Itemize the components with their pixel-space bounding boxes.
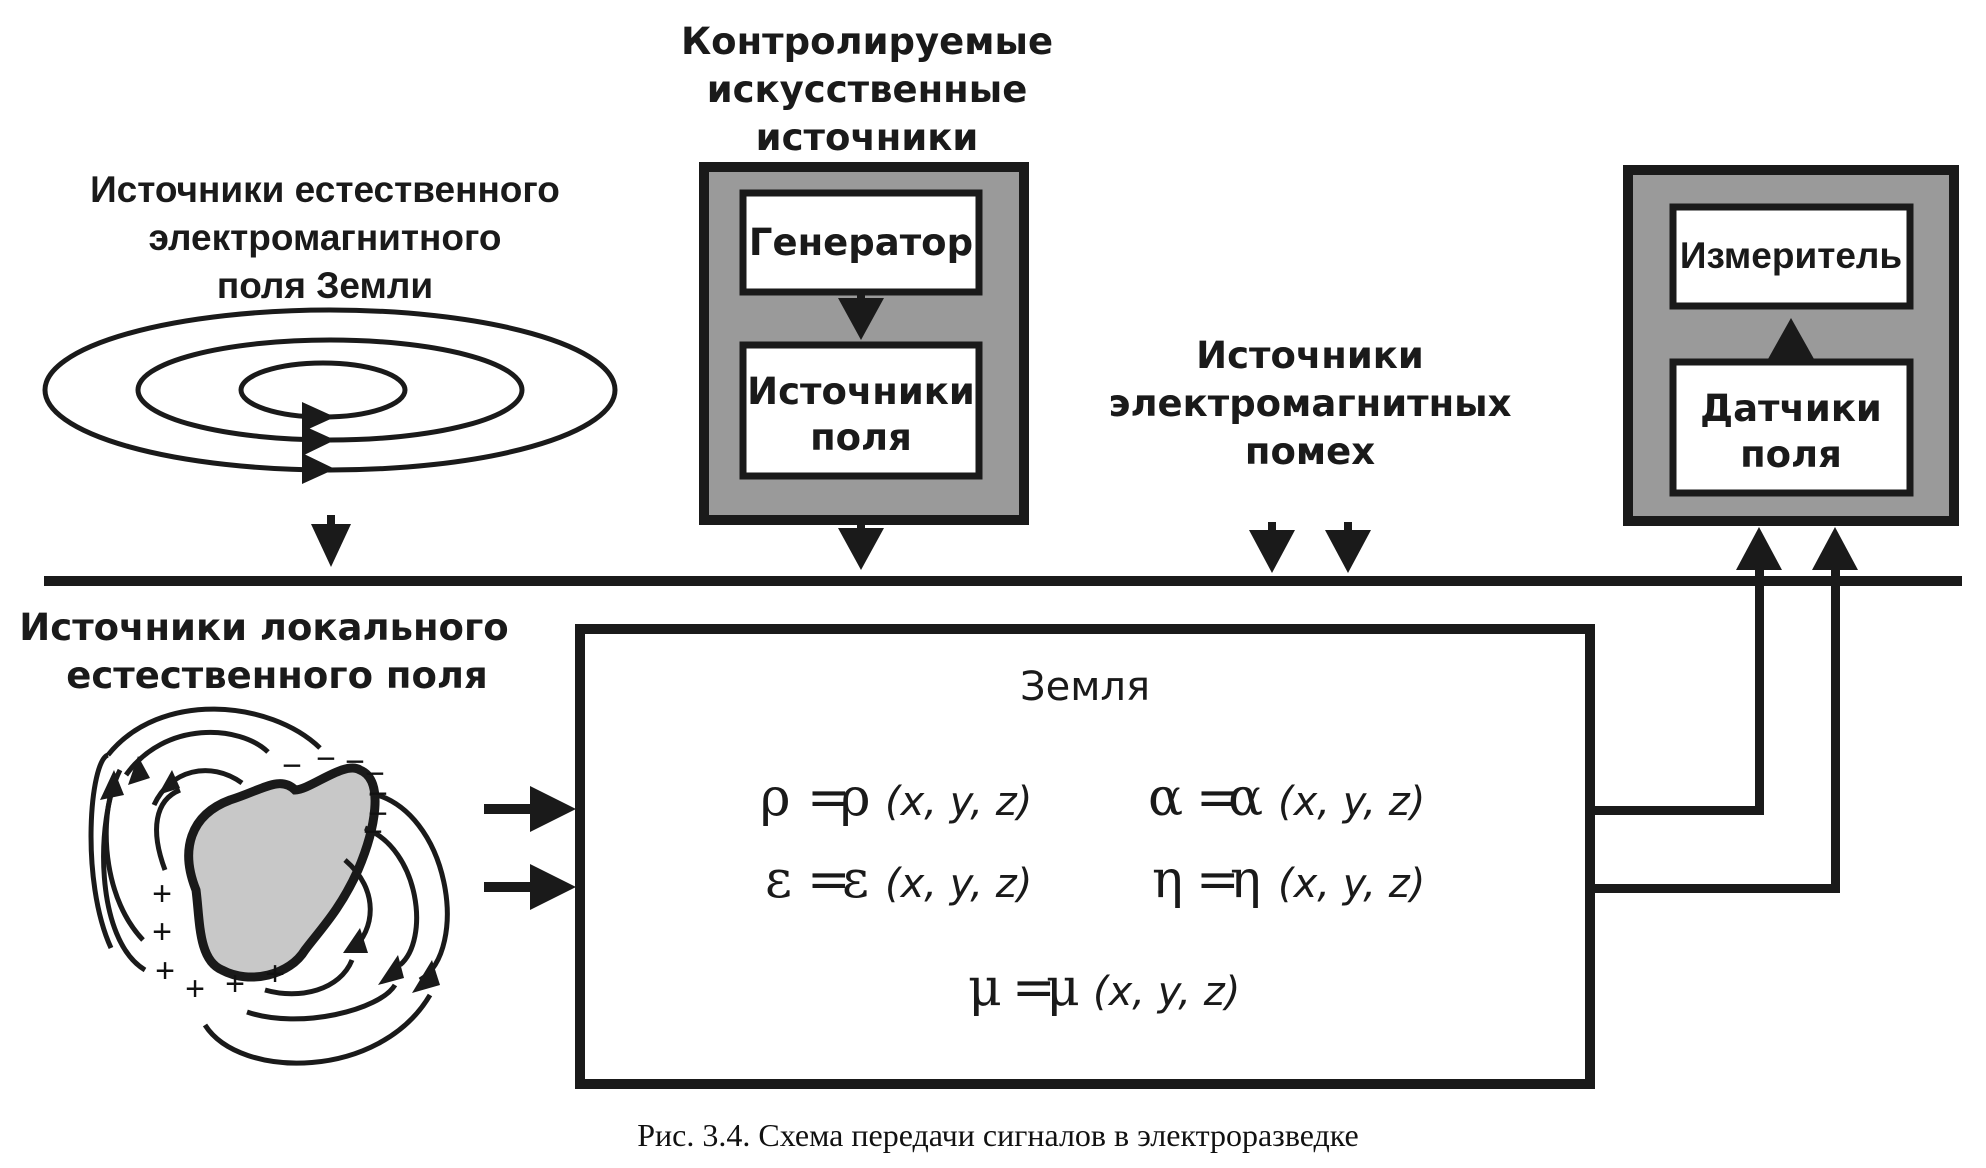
figure-caption: Рис. 3.4. Схема передачи сигналов в элек… bbox=[637, 1117, 1359, 1153]
epsilon-args: (x, y, z) bbox=[885, 861, 1032, 907]
arrowhead-icon bbox=[343, 928, 368, 953]
arrow-up-icon bbox=[1736, 527, 1782, 570]
minus-charge: − bbox=[368, 775, 388, 813]
local-field-arrowheads-icon bbox=[100, 756, 440, 993]
local-sources-label: Источники локального естественного поля bbox=[19, 606, 508, 697]
equals-sign: = bbox=[1196, 850, 1240, 910]
rho-symbol: ρ bbox=[840, 768, 871, 828]
natural-sources-line-1: Источники естественного bbox=[90, 169, 560, 210]
field-loop-arrowheads-icon bbox=[302, 402, 335, 484]
meter-label: Измеритель bbox=[1680, 235, 1902, 276]
controlled-sources-line-2: искусственные bbox=[707, 68, 1028, 111]
mu-symbol: μ bbox=[968, 958, 1002, 1018]
arrowhead-icon bbox=[378, 955, 404, 985]
equals-sign: = bbox=[807, 850, 851, 910]
charges: + + + + + + − − − − − − − bbox=[152, 740, 388, 1008]
arrow-up-icon bbox=[1768, 318, 1814, 359]
controlled-sources-box: Генератор Источники поля bbox=[699, 162, 1029, 525]
plus-charge: + bbox=[185, 970, 205, 1008]
epsilon-symbol: ε bbox=[765, 850, 792, 910]
generator-box bbox=[739, 189, 983, 296]
natural-sources-line-3: поля Земли bbox=[217, 265, 433, 306]
arrowhead-icon bbox=[302, 453, 335, 484]
minus-charge: − bbox=[368, 795, 388, 833]
arrowhead-icon bbox=[128, 756, 150, 785]
plus-charge: + bbox=[225, 965, 245, 1003]
field-sources-line-2: поля bbox=[810, 416, 912, 459]
epsilon-symbol: ε bbox=[842, 850, 869, 910]
arrowhead-icon bbox=[158, 770, 180, 795]
field-loop-outer bbox=[42, 307, 618, 473]
arrowhead-icon bbox=[302, 425, 335, 456]
rho-symbol: ρ bbox=[760, 768, 791, 828]
arrow-right-icon bbox=[530, 786, 576, 832]
minus-charge: − bbox=[316, 740, 336, 778]
input-arrows-icon bbox=[484, 786, 576, 910]
field-sources-box bbox=[739, 341, 983, 480]
minus-charge: − bbox=[345, 743, 365, 781]
arrow-down-icon bbox=[838, 520, 884, 570]
meter-box bbox=[1669, 203, 1914, 310]
arrow-down-icon bbox=[311, 515, 351, 567]
noise-arrows-icon bbox=[1249, 522, 1371, 573]
formula-epsilon: ε = ε (x, y, z) bbox=[765, 850, 1032, 910]
natural-sources-label: Источники естественного электромагнитног… bbox=[90, 169, 560, 306]
minus-charge: − bbox=[365, 755, 385, 793]
alpha-args: (x, y, z) bbox=[1278, 779, 1425, 825]
earth-surface-line bbox=[44, 576, 1962, 586]
formula-alpha: α = α (x, y, z) bbox=[1148, 768, 1425, 828]
formula-mu: μ = μ (x, y, z) bbox=[968, 958, 1240, 1018]
formula-eta: η = η (x, y, z) bbox=[1152, 850, 1425, 910]
eta-args: (x, y, z) bbox=[1278, 861, 1425, 907]
arrow-down-icon bbox=[838, 292, 884, 340]
earth-label: Земля bbox=[1020, 664, 1150, 710]
arrowhead-icon bbox=[302, 402, 335, 432]
field-loop-inner bbox=[238, 360, 408, 420]
arrow-right-icon bbox=[530, 864, 576, 910]
signal-lines-to-sensors bbox=[1590, 527, 1858, 893]
signal-line-upper bbox=[1590, 806, 1764, 815]
generator-label: Генератор bbox=[749, 221, 973, 264]
arrowhead-icon bbox=[100, 770, 124, 800]
natural-field-ellipses-icon bbox=[42, 307, 618, 473]
natural-sources-line-2: электромагнитного bbox=[148, 217, 501, 258]
plus-charge: + bbox=[265, 955, 285, 993]
equals-sign: = bbox=[1012, 958, 1056, 1018]
signal-line-lower bbox=[1590, 884, 1840, 893]
alpha-symbol: α bbox=[1228, 768, 1263, 828]
local-sources-line-2: естественного поля bbox=[66, 654, 487, 697]
formula-rho: ρ = ρ (x, y, z) bbox=[760, 768, 1032, 828]
controlled-sources-line-3: источники bbox=[756, 116, 979, 159]
controlled-sources-line-1: Контролируемые bbox=[681, 20, 1053, 63]
alpha-symbol: α bbox=[1148, 768, 1183, 828]
plus-charge: + bbox=[155, 952, 175, 990]
plus-charge: + bbox=[152, 875, 172, 913]
mu-symbol: μ bbox=[1046, 958, 1080, 1018]
arrow-up-icon bbox=[1812, 527, 1858, 570]
plus-charge: + bbox=[152, 913, 172, 951]
noise-sources-line-3: помех bbox=[1245, 430, 1375, 473]
receiver-box: Измеритель Датчики поля bbox=[1623, 165, 1959, 526]
noise-sources-line-1: Источники bbox=[1196, 334, 1424, 377]
field-loop-middle bbox=[135, 337, 525, 443]
minus-charge: − bbox=[282, 747, 302, 785]
local-sources-line-1: Источники локального bbox=[19, 606, 508, 649]
rho-args: (x, y, z) bbox=[885, 779, 1032, 825]
noise-sources-line-2: электромагнитных bbox=[1109, 382, 1512, 425]
earth-box: Земля ρ = ρ (x, y, z) α = α (x, y, z) ε … bbox=[575, 624, 1595, 1089]
controlled-sources-label: Контролируемые искусственные источники bbox=[681, 20, 1053, 159]
arrowhead-icon bbox=[412, 960, 440, 993]
eta-symbol: η bbox=[1230, 850, 1261, 910]
field-sensors-box bbox=[1669, 358, 1914, 497]
mu-args: (x, y, z) bbox=[1093, 969, 1240, 1015]
equals-sign: = bbox=[807, 768, 851, 828]
eta-symbol: η bbox=[1152, 850, 1183, 910]
field-sensors-line-2: поля bbox=[1740, 433, 1842, 476]
noise-sources-label: Источники электромагнитных помех bbox=[1109, 334, 1512, 473]
field-sources-line-1: Источники bbox=[747, 370, 975, 413]
field-sensors-line-1: Датчики bbox=[1700, 387, 1882, 430]
equals-sign: = bbox=[1196, 768, 1240, 828]
local-body-icon bbox=[184, 763, 380, 982]
minus-charge: − bbox=[363, 813, 383, 851]
